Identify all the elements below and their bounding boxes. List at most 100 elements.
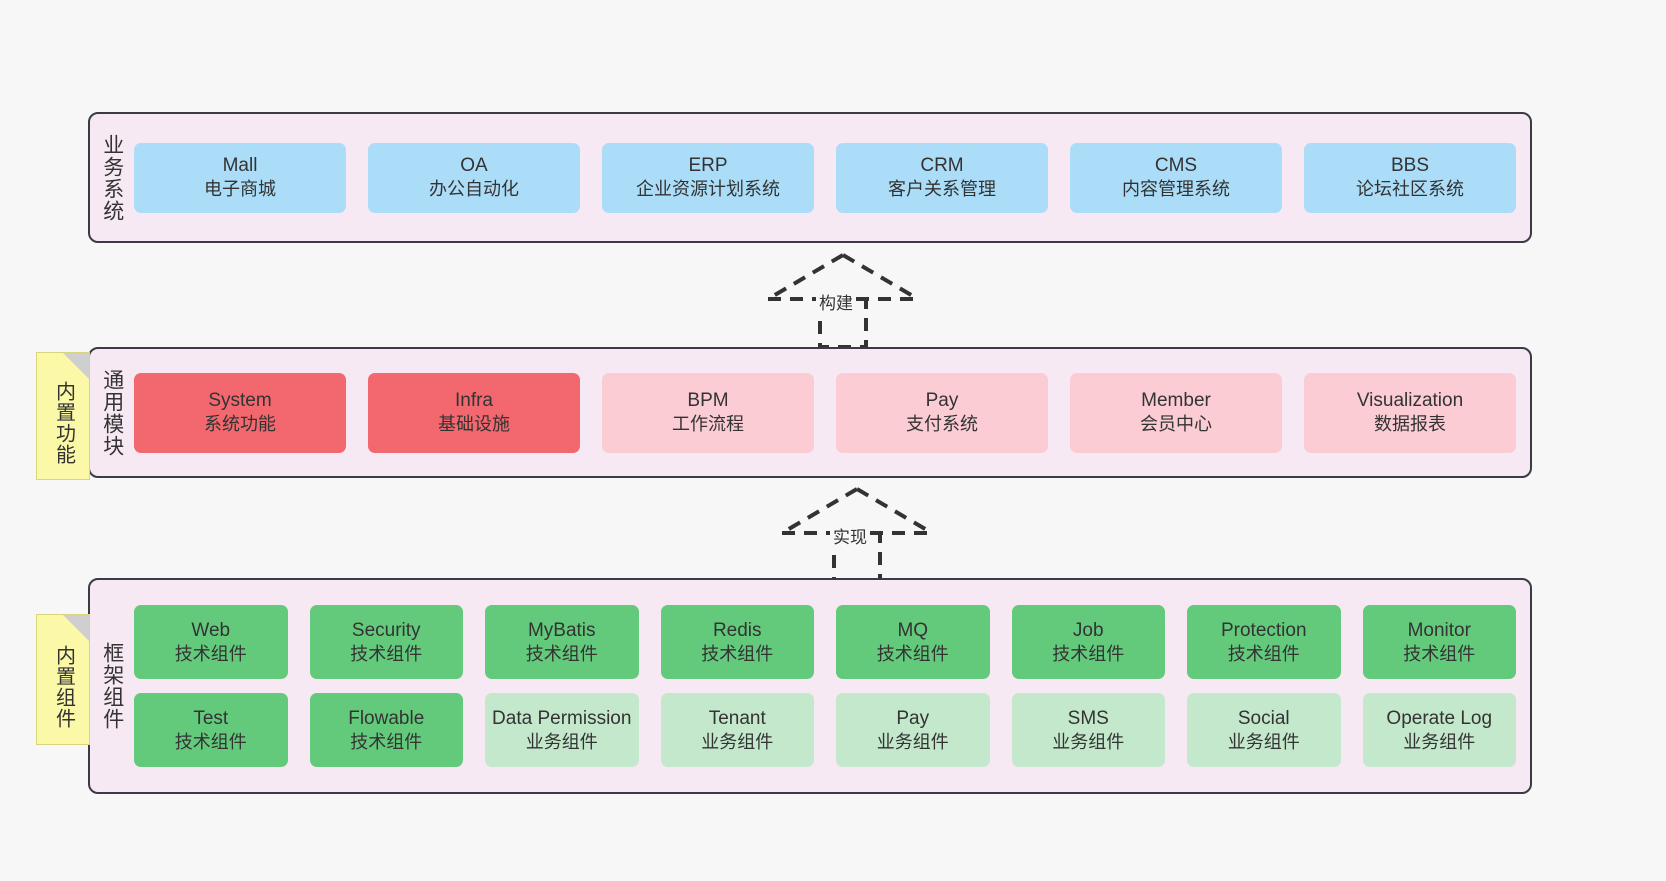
card-title: Test xyxy=(193,707,229,729)
card-title: System xyxy=(208,390,272,412)
note-label: 内置功能 xyxy=(52,381,75,465)
card-subtitle: 业务组件 xyxy=(701,731,774,752)
card-subtitle: 技术组件 xyxy=(701,643,774,664)
card-title: ERP xyxy=(688,155,728,177)
card-flowable[interactable]: Flowable 技术组件 xyxy=(309,693,463,767)
card-bbs[interactable]: BBS 论坛社区系统 xyxy=(1304,142,1516,213)
card-subtitle: 工作流程 xyxy=(672,414,744,435)
card-row: Mall 电子商城 OA 办公自动化 ERP 企业资源计划系统 CRM 客户关系… xyxy=(134,142,1516,213)
card-pay-module[interactable]: Pay 支付系统 xyxy=(836,372,1048,453)
card-subtitle: 内容管理系统 xyxy=(1122,179,1230,200)
note-label: 内置组件 xyxy=(52,644,75,729)
connector-build: 构建 xyxy=(748,247,938,352)
card-title: Pay xyxy=(925,390,959,412)
card-subtitle: 技术组件 xyxy=(525,643,598,664)
card-test[interactable]: Test 技术组件 xyxy=(134,693,288,767)
card-subtitle: 基础设施 xyxy=(438,414,510,435)
card-title: Security xyxy=(351,619,421,641)
card-oa[interactable]: OA 办公自动化 xyxy=(368,142,580,213)
card-subtitle: 业务组件 xyxy=(1052,731,1125,752)
card-data-permission[interactable]: Data Permission 业务组件 xyxy=(485,693,639,767)
card-social[interactable]: Social 业务组件 xyxy=(1187,693,1341,767)
card-mq[interactable]: MQ 技术组件 xyxy=(836,605,990,679)
card-infra[interactable]: Infra 基础设施 xyxy=(368,372,580,453)
card-subtitle: 系统功能 xyxy=(204,414,276,435)
card-title: Protection xyxy=(1220,619,1307,641)
layer-business-systems: 业务系统 Mall 电子商城 OA 办公自动化 ERP 企业资源计划系统 CRM… xyxy=(88,112,1532,243)
connector-build-label: 构建 xyxy=(816,289,856,314)
card-system[interactable]: System 系统功能 xyxy=(134,372,346,453)
layer-framework-components: 框架组件 Web 技术组件 Security 技术组件 MyBatis 技术组件… xyxy=(88,578,1532,794)
layer-title-business: 业务系统 xyxy=(100,133,124,222)
card-title: MQ xyxy=(897,619,929,641)
card-subtitle: 技术组件 xyxy=(1227,643,1300,664)
layer-body-business: Mall 电子商城 OA 办公自动化 ERP 企业资源计划系统 CRM 客户关系… xyxy=(134,114,1530,241)
card-member[interactable]: Member 会员中心 xyxy=(1070,372,1282,453)
card-title: Monitor xyxy=(1407,619,1471,641)
card-title: MyBatis xyxy=(527,619,596,641)
card-pay-component[interactable]: Pay 业务组件 xyxy=(836,693,990,767)
card-subtitle: 技术组件 xyxy=(1403,643,1476,664)
card-title: CRM xyxy=(920,155,964,177)
card-erp[interactable]: ERP 企业资源计划系统 xyxy=(602,142,814,213)
layer-common-modules: 通用模块 System 系统功能 Infra 基础设施 BPM 工作流程 Pay… xyxy=(88,347,1532,478)
card-row: Web 技术组件 Security 技术组件 MyBatis 技术组件 Redi… xyxy=(134,605,1516,679)
card-title: Redis xyxy=(712,619,762,641)
card-title: Data Permission xyxy=(492,707,632,729)
card-bpm[interactable]: BPM 工作流程 xyxy=(602,372,814,453)
card-title: Member xyxy=(1141,390,1211,412)
card-tenant[interactable]: Tenant 业务组件 xyxy=(660,693,814,767)
card-subtitle: 企业资源计划系统 xyxy=(636,179,780,200)
card-row: Test 技术组件 Flowable 技术组件 Data Permission … xyxy=(134,693,1516,767)
connector-implement-label: 实现 xyxy=(830,523,870,548)
card-title: Web xyxy=(191,619,231,641)
card-subtitle: 技术组件 xyxy=(876,643,949,664)
card-subtitle: 论坛社区系统 xyxy=(1356,179,1464,200)
card-title: Social xyxy=(1237,707,1290,729)
card-title: Visualization xyxy=(1356,390,1464,412)
card-mybatis[interactable]: MyBatis 技术组件 xyxy=(485,605,639,679)
card-title: Tenant xyxy=(708,707,766,729)
card-title: Pay xyxy=(896,707,930,729)
card-subtitle: 数据报表 xyxy=(1374,414,1446,435)
card-operate-log[interactable]: Operate Log 业务组件 xyxy=(1362,693,1516,767)
card-subtitle: 技术组件 xyxy=(174,731,247,752)
card-subtitle: 技术组件 xyxy=(350,643,423,664)
card-mall[interactable]: Mall 电子商城 xyxy=(134,142,346,213)
card-web[interactable]: Web 技术组件 xyxy=(134,605,288,679)
note-builtin-components[interactable]: 内置组件 xyxy=(36,614,90,745)
card-subtitle: 技术组件 xyxy=(174,643,247,664)
card-subtitle: 技术组件 xyxy=(350,731,423,752)
card-security[interactable]: Security 技术组件 xyxy=(309,605,463,679)
card-visualization[interactable]: Visualization 数据报表 xyxy=(1304,372,1516,453)
layer-title-modules: 通用模块 xyxy=(100,368,124,457)
card-row: System 系统功能 Infra 基础设施 BPM 工作流程 Pay 支付系统… xyxy=(134,372,1516,453)
card-subtitle: 客户关系管理 xyxy=(888,179,996,200)
note-builtin-functions[interactable]: 内置功能 xyxy=(36,352,90,480)
card-redis[interactable]: Redis 技术组件 xyxy=(660,605,814,679)
card-title: Job xyxy=(1072,619,1104,641)
card-title: CMS xyxy=(1154,155,1198,177)
card-sms[interactable]: SMS 业务组件 xyxy=(1011,693,1165,767)
card-subtitle: 电子商城 xyxy=(204,179,276,200)
card-subtitle: 技术组件 xyxy=(1052,643,1125,664)
connector-implement: 实现 xyxy=(762,481,952,586)
card-title: OA xyxy=(460,155,488,177)
card-title: Operate Log xyxy=(1386,707,1493,729)
card-subtitle: 业务组件 xyxy=(1227,731,1300,752)
card-crm[interactable]: CRM 客户关系管理 xyxy=(836,142,1048,213)
card-subtitle: 办公自动化 xyxy=(429,179,519,200)
layer-body-modules: System 系统功能 Infra 基础设施 BPM 工作流程 Pay 支付系统… xyxy=(134,349,1530,476)
card-subtitle: 支付系统 xyxy=(906,414,978,435)
card-protection[interactable]: Protection 技术组件 xyxy=(1187,605,1341,679)
card-cms[interactable]: CMS 内容管理系统 xyxy=(1070,142,1282,213)
card-job[interactable]: Job 技术组件 xyxy=(1011,605,1165,679)
card-title: SMS xyxy=(1067,707,1109,729)
card-monitor[interactable]: Monitor 技术组件 xyxy=(1362,605,1516,679)
card-subtitle: 业务组件 xyxy=(1403,731,1476,752)
card-title: Infra xyxy=(454,390,494,412)
card-subtitle: 业务组件 xyxy=(876,731,949,752)
card-title: BPM xyxy=(687,390,729,412)
card-title: Flowable xyxy=(348,707,425,729)
